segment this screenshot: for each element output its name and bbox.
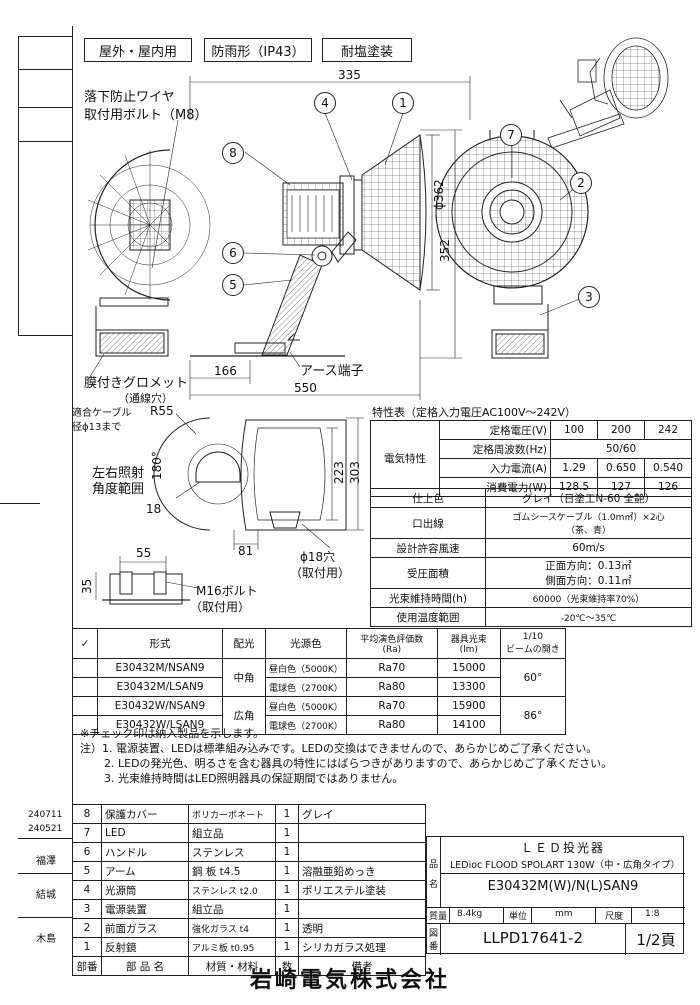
grommet-callout: 膜付きグロメット [84, 376, 189, 391]
check-cell[interactable] [72, 677, 98, 697]
sign-1: 福澤 [36, 856, 56, 867]
dim-35: 35 [80, 578, 94, 594]
aim-callout: 左右照射 [92, 466, 145, 481]
cable-sub: 径ϕ13まで [72, 422, 122, 433]
dim-166: 166 [214, 364, 237, 378]
left-frame [18, 36, 73, 336]
sign-2: 結城 [36, 890, 56, 901]
left-tick [0, 503, 40, 504]
part-bubble-1: 1 [392, 92, 414, 114]
dim-18: 18 [146, 502, 162, 516]
sign-lines [18, 838, 72, 954]
dim-335: 335 [338, 68, 361, 82]
dim-81: 81 [238, 544, 254, 558]
hole-sub: （取付用） [290, 566, 351, 580]
dim-303: 303 [348, 461, 362, 484]
part-bubble-7: 7 [500, 124, 522, 146]
part-bubble-8: 8 [222, 142, 244, 164]
title-block: 品 名 ＬＥＤ投光器 LEDioc FLOOD SPOLART 130W（中・広… [426, 836, 685, 955]
dim-550: 550 [294, 381, 317, 395]
part-bubble-4: 4 [314, 92, 336, 114]
elec-title: 特性表（定格入力電圧AC100V～242V） [372, 406, 577, 419]
notes: ※チェック印は納入製品を示します。 注）1. 電源装置、LEDは標準組み込みです… [80, 727, 613, 785]
check-cell[interactable] [72, 658, 98, 678]
check-cell[interactable] [72, 696, 98, 716]
grommet-sub: （通線穴） [118, 392, 173, 405]
part-bubble-6: 6 [222, 242, 244, 264]
dim-180: 180° [150, 451, 164, 480]
dim-55: 55 [136, 546, 152, 560]
revision-1: 240711 [28, 810, 63, 820]
model-number: E30432M(W)/N(L)SAN9 [487, 879, 639, 894]
earth-terminal-callout: アース端子 [300, 364, 364, 379]
aim-sub: 角度範囲 [92, 482, 145, 497]
check-header: ✓ [72, 628, 98, 659]
fixture-drawing [87, 37, 669, 605]
spec-table: 仕上色グレイ（日塗工N-60 全艶） 口出線ゴムシースケーブル（1.0m㎡）×2… [370, 488, 692, 627]
cable-callout: 適合ケーブル [72, 408, 132, 419]
main-frame [72, 26, 73, 806]
company-name: 岩崎電気株式会社 [249, 968, 450, 993]
bolt-callout: M16ボルト [196, 584, 258, 598]
dim-352: 352 [438, 239, 452, 262]
wire-callout: 落下防止ワイヤ [84, 90, 175, 105]
badge-salt-resistant: 耐塩塗装 [322, 38, 412, 62]
elec-group: 電気特性 [370, 420, 440, 497]
sign-3: 木島 [36, 934, 56, 945]
dim-r55: R55 [150, 404, 174, 418]
drawing-number: LLPD17641-2 [483, 929, 583, 947]
dim-362: ϕ362 [432, 179, 446, 210]
hole-callout: ϕ18穴 [300, 550, 336, 564]
elec-table: 電気特性 定格電圧(V) 100 200 242 定格周波数(Hz) 50/60… [370, 420, 692, 497]
part-bubble-3: 3 [578, 286, 600, 308]
wire-bolt-callout: 取付用ボルト（M8） [84, 108, 208, 123]
part-bubble-2: 2 [570, 172, 592, 194]
badge-ip43: 防雨形（IP43） [204, 38, 312, 62]
page-indicator: 1/2頁 [636, 931, 676, 949]
badge-outdoor-indoor: 屋外・屋内用 [84, 38, 192, 62]
parts-header: 部番部 品 名材質・材料数備考 [72, 956, 426, 976]
dim-223: 223 [332, 461, 346, 484]
part-bubble-5: 5 [222, 274, 244, 296]
product-subtitle: LEDioc FLOOD SPOLART 130W（中・広角タイプ） [449, 860, 681, 871]
bolt-sub: （取付用） [190, 600, 251, 614]
product-name: ＬＥＤ投光器 [520, 841, 605, 855]
revision-2: 240521 [28, 824, 63, 834]
